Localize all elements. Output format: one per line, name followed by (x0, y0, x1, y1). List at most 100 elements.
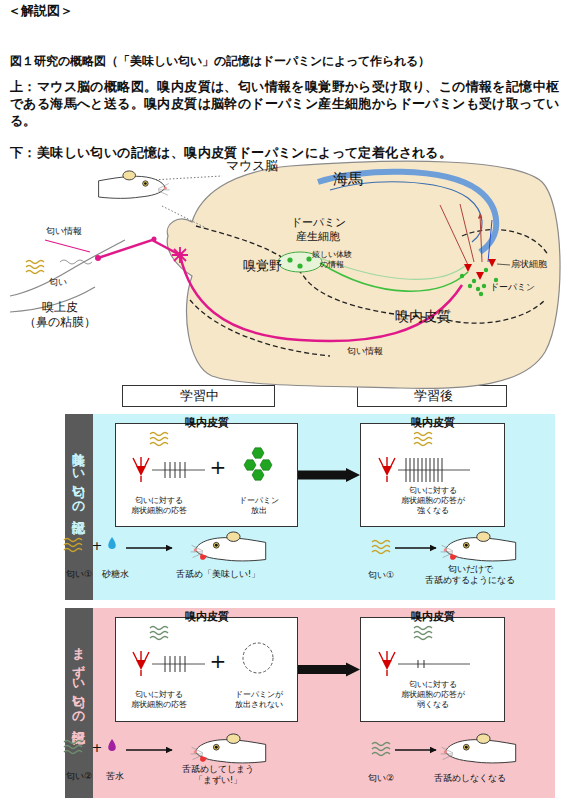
mouse-whiskers (441, 747, 453, 759)
plus-sign: + (210, 455, 227, 480)
liquid-drop (108, 537, 116, 549)
stimulus-label: 苦水 (106, 771, 124, 782)
dopamine-dot (479, 292, 483, 296)
projection-line (488, 220, 492, 262)
spike-train (152, 656, 205, 672)
small-arrow (126, 547, 172, 549)
dopamine-dot (494, 278, 498, 282)
mouse-nose (194, 750, 197, 753)
column-label: 学習後 (414, 388, 453, 404)
mouse-eye (463, 542, 469, 548)
mouse-eye (463, 744, 469, 750)
mouse-nose (164, 186, 167, 189)
cell-label: 扇状細胞 (511, 259, 547, 270)
line-art (372, 753, 390, 756)
figure-tag: ＜解説図＞ (8, 3, 73, 19)
stimulus-label: 匂い (49, 277, 67, 288)
region-label: 海馬 (333, 170, 363, 189)
epithelium-line (60, 260, 92, 264)
mouse-head (191, 734, 266, 763)
line-art (175, 462, 176, 478)
mouse-head (441, 734, 516, 763)
line-art (170, 462, 171, 478)
line-art (64, 539, 82, 542)
line-art (445, 538, 515, 561)
line-art (379, 651, 395, 676)
dopamine-cell (287, 257, 292, 262)
line-art (26, 271, 44, 274)
odor-symbol (414, 627, 432, 640)
dopamine-dot (484, 268, 488, 272)
line-art (99, 176, 166, 198)
region-label: 嗅上皮 （鼻の粘膜） (24, 300, 96, 330)
line-art (165, 462, 166, 478)
mouse-nose (444, 750, 447, 753)
figure-title: 図１研究の概略図（「美味しい匂い」の記憶はドーパミンによって作られる） (10, 54, 430, 69)
mouse-tongue (450, 554, 457, 560)
pathway-label: 嬉しい体験 の情報 (312, 250, 352, 270)
small-arrow (395, 547, 436, 549)
spike-train (398, 660, 470, 668)
line-art (414, 438, 432, 441)
fan-cell (464, 264, 472, 272)
behavior-label: 匂いだけで 舌舐めするようになる (425, 564, 515, 587)
mouse-pupil (215, 544, 218, 547)
line-art (252, 470, 264, 480)
panel-title: まずい匂いの記憶 (73, 638, 86, 721)
line-art (136, 466, 146, 476)
line-art (382, 466, 392, 476)
line-art (372, 743, 390, 746)
fan-cell-symbol (379, 651, 395, 676)
hippocampus-shape (330, 182, 482, 242)
line-art (180, 656, 181, 672)
line-art (422, 458, 423, 482)
response-caption: 匂いに対する 扇状細胞の応答が 強くなる (401, 486, 465, 516)
line-art (372, 748, 390, 751)
line-art (260, 460, 272, 470)
brain-label: マウス脳 (226, 158, 278, 174)
line-art (185, 656, 186, 672)
description-text: 下：美味しい匂いの記憶は、嗅内皮質ドーパミンによって定着化される。 (10, 144, 562, 161)
box-heading: 嗅内皮質 (408, 416, 458, 430)
odor-symbol (150, 627, 168, 640)
receptor-cell (95, 255, 101, 261)
line-art (252, 448, 264, 458)
line-art (398, 664, 470, 665)
small-arrow (395, 749, 436, 751)
line-art (150, 433, 168, 436)
odor-symbol (150, 433, 168, 446)
line-art (64, 741, 82, 744)
response-caption: 匂いに対する 扇状細胞の応答 (131, 496, 187, 516)
line-art (382, 660, 392, 670)
mouse-head (191, 532, 266, 561)
line-art (26, 261, 44, 264)
dopamine-cell (297, 263, 302, 268)
response-caption: 匂いに対する 扇状細胞の応答 (131, 690, 187, 710)
fan-cell (488, 259, 496, 267)
projection-line (440, 204, 482, 265)
cell-label: ドーパミン 産生細胞 (291, 216, 346, 244)
cortex-box: 嗅内皮質匂いに対する 扇状細胞の応答が 弱くなる (360, 617, 505, 722)
response-caption: ドーパミン 放出 (239, 496, 279, 516)
mouse-tongue (200, 756, 207, 762)
fan-cell-symbol (133, 651, 149, 676)
olfactory-neuron (172, 247, 188, 263)
olfactory-neuron (177, 252, 183, 258)
column-header: 学習後 (357, 385, 507, 407)
mouse-whiskers (158, 184, 170, 196)
mouse-head (99, 171, 170, 198)
line-art (152, 664, 205, 665)
mouse-eye (143, 181, 148, 186)
line-art (136, 660, 146, 670)
response-caption: ドーパミンが 放出されない (235, 690, 283, 710)
behavior-label: 舌舐めしてしまう 「まずい!」 (182, 764, 254, 787)
cell-label: ドーパミン (490, 282, 535, 293)
brain-outline (167, 161, 560, 388)
pathway-label: 匂い情報 (347, 346, 383, 357)
region-label: 嗅覚野 (243, 258, 282, 274)
mouse-nose (194, 548, 197, 551)
line-art (414, 443, 432, 446)
description-text: 上：マウス脳の概略図。嗅内皮質は、匂い情報を嗅覚野から受け取り、この情報を記憶中… (10, 78, 562, 129)
